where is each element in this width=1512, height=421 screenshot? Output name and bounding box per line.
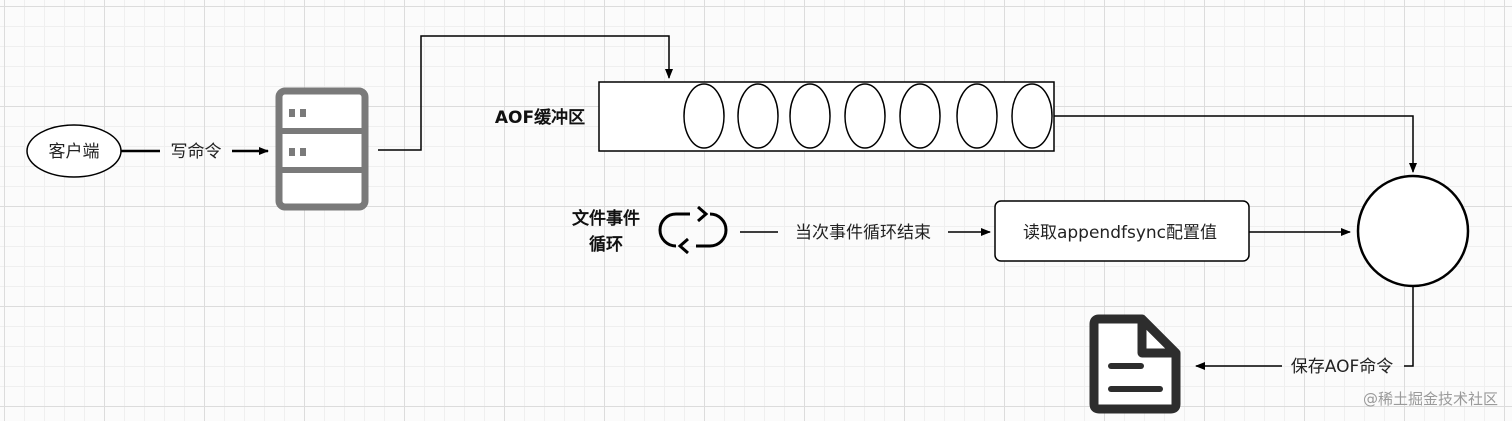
watermark-text: @稀土掘金技术社区 — [1363, 390, 1498, 408]
buffer-slot — [683, 83, 725, 149]
file-event-loop-label: 文件事件 循环 — [572, 208, 640, 255]
edge-event-loop-end: 当次事件循环结束 — [740, 223, 991, 243]
buffer-slot — [844, 83, 886, 149]
buffer-slot — [956, 83, 998, 149]
aof-buffer-label: AOF缓冲区 — [495, 107, 585, 128]
edge-buffer-to-decision — [1054, 115, 1417, 173]
read-config-node: 读取appendfsync配置值 — [994, 200, 1250, 262]
buffer-slot — [789, 83, 831, 149]
buffer-slot — [1011, 83, 1053, 149]
aof-buffer — [598, 81, 1055, 152]
edge-label-write-command: 写命令 — [171, 142, 222, 162]
document-file-icon — [1089, 314, 1181, 414]
file-event-loop-line-2: 循环 — [589, 234, 623, 255]
edge-label-save-aof: 保存AOF命令 — [1291, 357, 1394, 377]
edge-save-aof: 保存AOF命令 — [1195, 286, 1414, 377]
file-event-loop-line-1: 文件事件 — [572, 208, 640, 229]
refresh-cycle-icon — [658, 205, 728, 255]
client-node: 客户端 — [26, 124, 122, 178]
edge-label-event-loop-end: 当次事件循环结束 — [795, 223, 931, 243]
server-rack-icon — [275, 87, 369, 211]
buffer-slot — [737, 83, 779, 149]
client-label: 客户端 — [49, 142, 100, 162]
edge-write-command: 写命令 — [121, 142, 269, 162]
edge-server-to-buffer — [378, 35, 673, 151]
read-config-label: 读取appendfsync配置值 — [1023, 223, 1217, 243]
decision-circle — [1356, 174, 1470, 288]
buffer-slot — [899, 83, 941, 149]
